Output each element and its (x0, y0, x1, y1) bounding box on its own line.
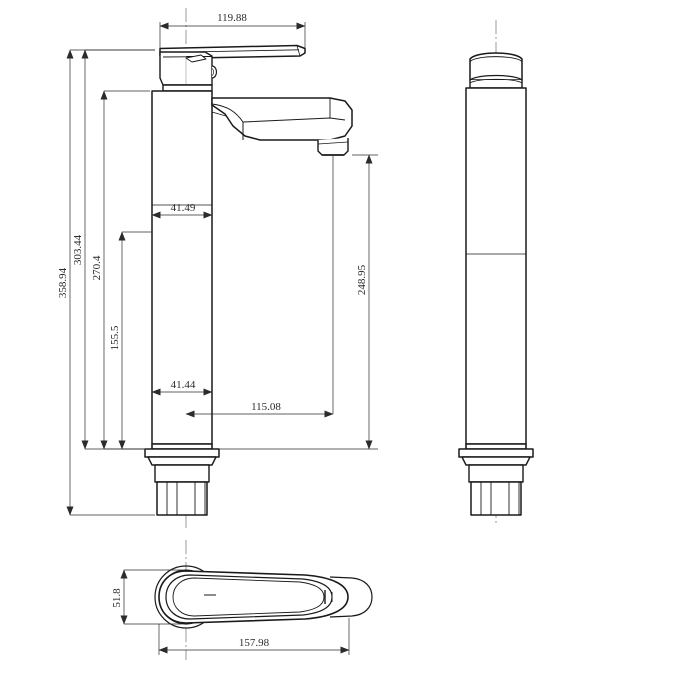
side-mounting-flange (458, 443, 534, 483)
handle-hub (159, 51, 218, 86)
dim-spout-outlet-height (219, 154, 378, 450)
side-threaded-shank (470, 481, 522, 516)
dim-plan-width (120, 569, 182, 625)
dim-label-270-4: 270.4 (91, 255, 103, 280)
dim-label-115-08: 115.08 (251, 401, 281, 413)
side-elevation-view (458, 52, 534, 516)
dim-handle-length (159, 22, 306, 48)
top-plan-view (154, 565, 373, 629)
dim-label-119-88: 119.88 (217, 12, 247, 24)
dim-spout-reach (185, 155, 334, 418)
dim-height-spout-top (81, 49, 155, 450)
dim-height-spout-outlet (118, 231, 152, 450)
dim-label-157-98: 157.98 (239, 637, 270, 649)
spout (211, 97, 353, 156)
dim-plan-length (158, 618, 350, 655)
dim-label-155-5: 155.5 (109, 325, 121, 350)
dimension-layer (66, 22, 378, 655)
side-handle-cap (469, 52, 523, 89)
dim-label-358-94: 358.94 (57, 267, 69, 298)
dim-total-height (66, 49, 155, 516)
side-column-body (465, 87, 527, 445)
hub-base (162, 84, 213, 92)
mounting-flange (144, 443, 220, 483)
threaded-shank (156, 481, 208, 516)
front-elevation-view (144, 44, 353, 516)
dim-label-41-49: 41.49 (171, 202, 196, 214)
dim-label-41-44: 41.44 (171, 379, 196, 391)
column-body (151, 90, 213, 445)
dim-height-body-top (100, 90, 150, 450)
dim-label-248-95: 248.95 (356, 264, 368, 295)
dim-label-51-8: 51.8 (111, 588, 123, 608)
dim-label-303-44: 303.44 (72, 234, 84, 265)
